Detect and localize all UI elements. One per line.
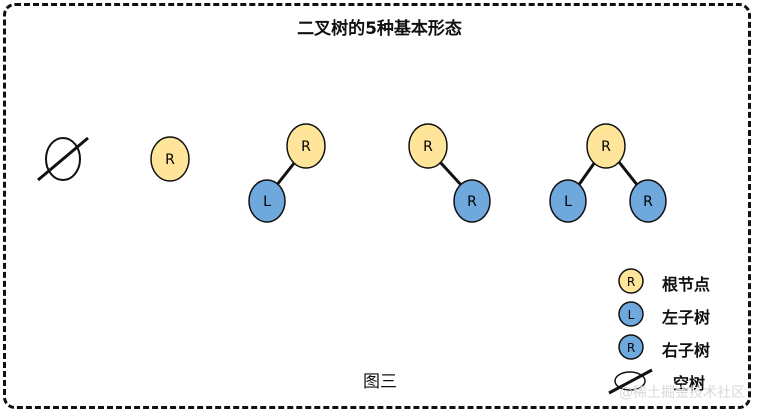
root-node [408,123,448,169]
root-node [286,123,326,169]
legend-icons: R L R [608,268,653,395]
right-child-node [453,179,491,223]
empty-tree-form [37,136,89,182]
root-only-form: R [150,136,190,182]
dashed-border [3,3,751,409]
legend-label-right: 右子树 [662,341,711,360]
root-node [150,136,190,182]
legend-label-left: 左子树 [662,308,711,327]
right-child-node [629,179,667,223]
root-node-label: R [301,139,311,155]
full-tree-form: R L R [549,123,667,223]
right-child-label: R [643,194,653,210]
edge-right [617,161,640,187]
edge-right [438,160,464,188]
left-subtree-icon [618,301,644,327]
legend-label-root: 根节点 [662,275,711,294]
left-child-label: L [263,194,271,210]
right-child-label: R [467,194,477,210]
left-child-label: L [564,194,572,210]
left-child-node [248,179,286,223]
right-subtree-form: R R [408,123,491,223]
root-node-icon [618,268,644,294]
root-node-label: R [601,139,611,155]
root-node [586,123,626,169]
root-node-label: R [423,139,433,155]
diagram-title: 二叉树的5种基本形态 [297,19,462,39]
root-node-label: R [165,152,175,168]
left-child-node [549,179,587,223]
edge-left [576,161,597,187]
legend-label-empty: 空树 [673,374,706,393]
legend-glyph-1: L [628,308,635,322]
right-subtree-icon [618,334,644,360]
watermark: @稀土掘金技术社区 [619,385,745,401]
figure-caption: 图三 [363,372,397,392]
empty-tree-slash [37,136,89,182]
empty-tree-icon-slash [608,368,653,395]
edge-left [274,161,297,187]
legend-glyph-2: R [627,341,635,355]
legend-glyph-0: R [627,275,635,289]
left-subtree-form: R L [248,123,326,223]
